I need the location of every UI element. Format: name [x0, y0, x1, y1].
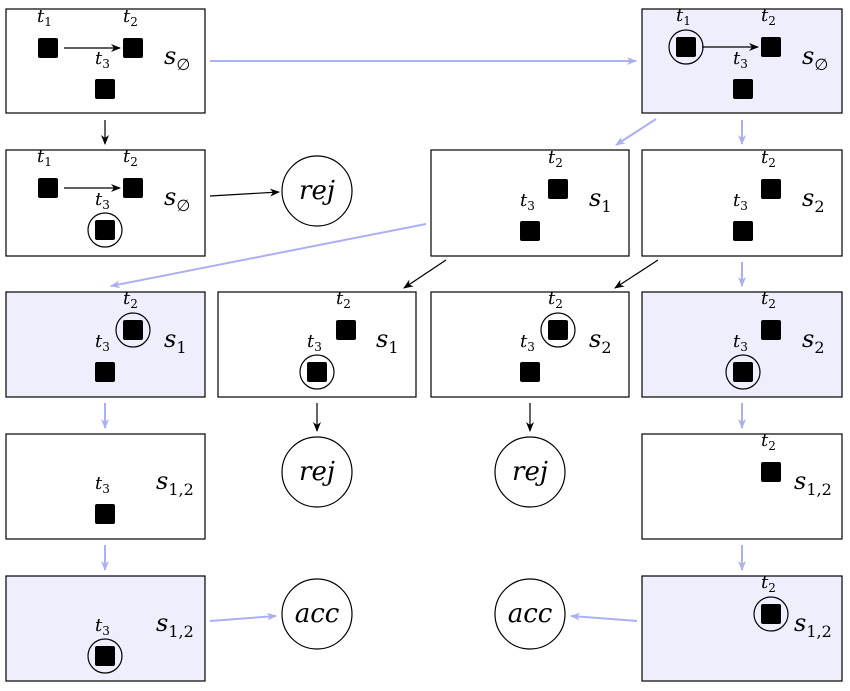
outcome-accept-circle	[281, 578, 353, 650]
task-label-t3: t3	[520, 190, 535, 213]
task-square-t3	[95, 362, 115, 382]
task-square-t3	[520, 221, 540, 241]
task-label-t3: t3	[733, 48, 748, 71]
selection-ring	[87, 638, 123, 674]
outcome-accept-label: acc	[507, 599, 553, 629]
task-label-t2: t2	[761, 288, 776, 311]
task-label-t2: t2	[548, 147, 563, 170]
task-label-t2: t2	[548, 288, 563, 311]
highlight-arrow	[615, 118, 657, 146]
task-square-t3	[520, 362, 540, 382]
outcome-accept-circle	[494, 578, 566, 650]
state-label-s-empty: s∅	[164, 42, 191, 74]
task-label-t3: t3	[733, 190, 748, 213]
task-label-t2: t2	[123, 6, 138, 29]
task-square-t2	[761, 604, 781, 624]
task-square-t2	[123, 320, 143, 340]
task-label-t3: t3	[733, 331, 748, 354]
task-label-t2: t2	[336, 288, 351, 311]
selection-ring	[725, 354, 761, 390]
task-square-t3	[95, 646, 115, 666]
task-square-t3	[95, 79, 115, 99]
task-square-t2	[761, 37, 781, 57]
outcome-reject-circle	[281, 436, 353, 508]
selection-ring	[87, 212, 123, 248]
transition-arrow	[403, 259, 447, 289]
state-label-s1: s1	[164, 325, 187, 357]
task-square-t3	[307, 362, 327, 382]
task-label-t3: t3	[95, 331, 110, 354]
task-label-t3: t3	[95, 189, 110, 212]
task-label-t1: t1	[676, 5, 691, 28]
outcome-reject-label: rej	[512, 457, 548, 487]
task-label-t2: t2	[761, 147, 776, 170]
outcome-accept-label: acc	[294, 599, 340, 629]
box-r3-2	[217, 291, 417, 398]
selection-ring	[753, 596, 789, 632]
box-r2-left	[5, 149, 206, 257]
task-square-t1	[38, 38, 58, 58]
task-square-t2	[548, 179, 568, 199]
box-r4-right	[641, 433, 843, 540]
task-square-t2	[548, 320, 568, 340]
highlight-arrow	[110, 223, 427, 289]
task-square-t3	[733, 362, 753, 382]
task-square-t1	[38, 178, 58, 198]
task-square-t1	[676, 37, 696, 57]
outcome-reject-circle	[494, 436, 566, 508]
box-r5-right	[641, 575, 843, 682]
outcome-reject-circle	[281, 155, 353, 227]
task-label-t1: t1	[37, 6, 52, 29]
transition-arrow	[209, 188, 280, 197]
selection-ring	[115, 312, 151, 348]
task-square-t2	[123, 38, 143, 58]
state-label-s-empty: s∅	[802, 42, 829, 74]
highlight-arrow	[570, 612, 638, 622]
state-label-s-empty: s∅	[164, 183, 191, 215]
task-square-t2	[336, 320, 356, 340]
task-square-t2	[761, 179, 781, 199]
task-square-t3	[95, 220, 115, 240]
state-label-s12: s1,2	[794, 467, 832, 499]
task-label-t2: t2	[761, 430, 776, 453]
state-label-s1: s1	[589, 184, 612, 216]
transition-arrow	[614, 259, 659, 289]
task-square-t2	[123, 178, 143, 198]
task-label-t2: t2	[761, 572, 776, 595]
task-label-t3: t3	[95, 473, 110, 496]
state-label-s1: s1	[376, 325, 399, 357]
task-label-t2: t2	[123, 146, 138, 169]
task-label-t3: t3	[95, 615, 110, 638]
task-label-t3: t3	[307, 331, 322, 354]
task-square-t3	[733, 221, 753, 241]
highlight-arrow	[209, 612, 277, 622]
outcome-reject-label: rej	[299, 176, 335, 206]
state-label-s2: s2	[802, 325, 825, 357]
selection-ring	[299, 354, 335, 390]
state-label-s12: s1,2	[156, 467, 194, 499]
task-square-t2	[761, 462, 781, 482]
outcome-reject-label: rej	[299, 457, 335, 487]
task-square-t2	[761, 320, 781, 340]
state-label-s2: s2	[802, 184, 825, 216]
task-label-t2: t2	[761, 5, 776, 28]
state-label-s12: s1,2	[156, 609, 194, 641]
selection-ring	[540, 312, 576, 348]
task-label-t3: t3	[95, 48, 110, 71]
state-label-s12: s1,2	[794, 609, 832, 641]
task-square-t3	[95, 504, 115, 524]
task-square-t3	[733, 79, 753, 99]
task-label-t3: t3	[520, 331, 535, 354]
task-label-t1: t1	[37, 146, 52, 169]
task-label-t2: t2	[123, 288, 138, 311]
state-label-s2: s2	[589, 325, 612, 357]
